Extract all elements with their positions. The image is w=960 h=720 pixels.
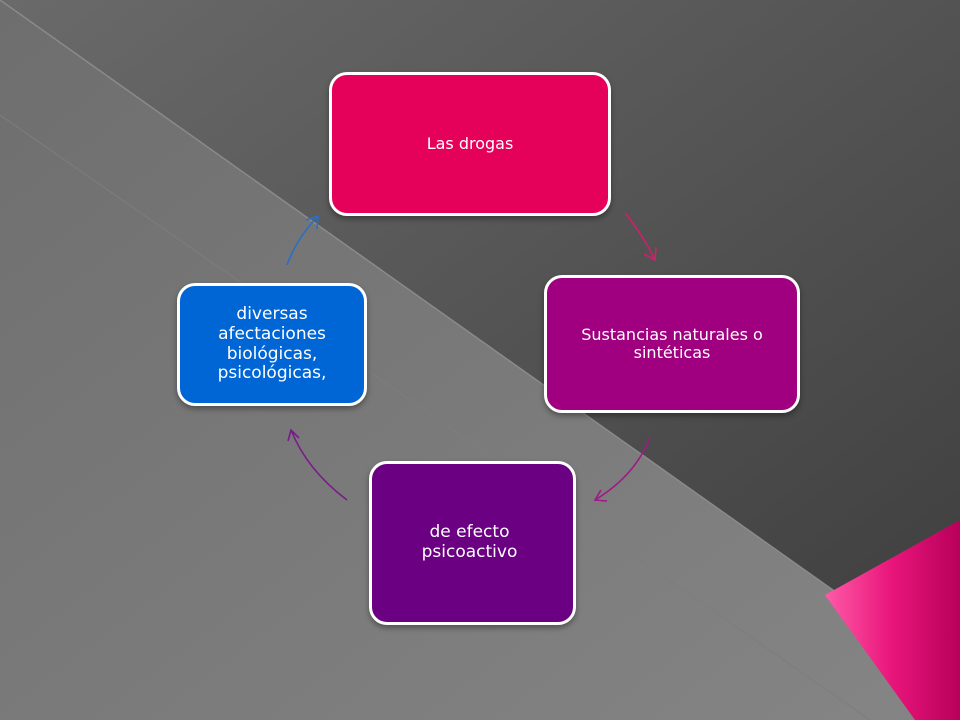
cycle-node-afectaciones: diversas afectaciones biológicas, psicol…	[177, 283, 367, 406]
cycle-node-label: de efecto psicoactivo	[421, 522, 518, 562]
accent-corner-shape	[825, 520, 960, 720]
background-diagonal-line-2	[0, 114, 871, 720]
cycle-node-label: Sustancias naturales o sintéticas	[581, 324, 763, 362]
cycle-node-label: Las drogas	[426, 133, 514, 153]
cycle-node-label: diversas afectaciones biológicas, psicol…	[217, 304, 327, 384]
cycle-node-las-drogas: Las drogas	[329, 72, 611, 216]
cycle-node-efecto-psicoactivo: de efecto psicoactivo	[369, 461, 576, 625]
cycle-node-sustancias: Sustancias naturales o sintéticas	[544, 275, 800, 413]
background-diagonal-line	[0, 0, 960, 681]
